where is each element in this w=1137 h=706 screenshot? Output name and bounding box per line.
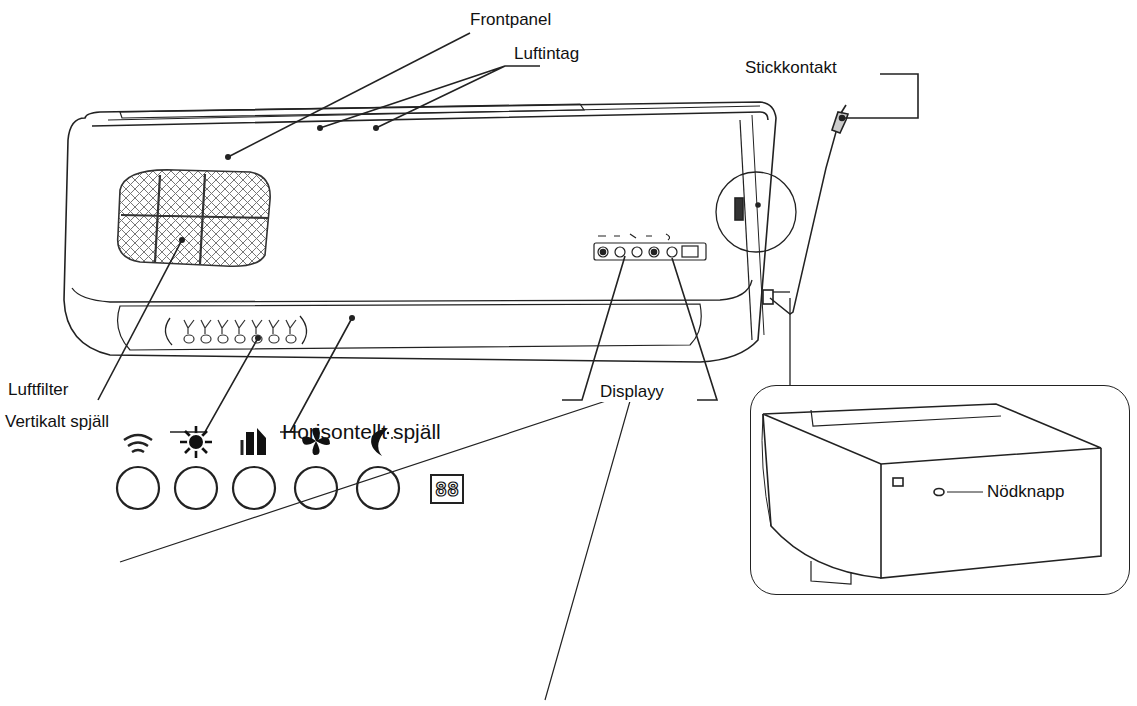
drawing-path [845, 74, 918, 118]
drawing-path [124, 435, 152, 452]
drawing-circle [295, 467, 337, 509]
part-label: Vertikalt spjäll [5, 412, 109, 432]
drawing-path [201, 320, 211, 334]
drawing-path [740, 120, 752, 340]
part-label: Frontpanel [470, 10, 551, 30]
inset-stroke [947, 491, 983, 492]
drawing-circle [716, 172, 796, 252]
drawing-path [120, 104, 584, 118]
inset-stroke [762, 404, 1101, 584]
drawing-path [165, 318, 172, 345]
inset-stroke [881, 448, 1101, 578]
drawing-circle [601, 250, 606, 255]
drawing-path [170, 338, 258, 432]
inset-stroke [934, 489, 944, 496]
drawing-g [184, 320, 296, 343]
part-label: Nödknapp [987, 482, 1065, 502]
drawing-rect [594, 243, 706, 260]
drawing-circle [649, 247, 659, 257]
drawing-circle [652, 250, 657, 255]
drawing-path [180, 426, 212, 458]
part-label: Luftfilter [8, 380, 68, 400]
drawing-path [286, 320, 296, 334]
drawing-path [562, 256, 717, 400]
drawing-circle [632, 247, 642, 257]
drawing-g [64, 33, 918, 700]
drawing-circle [667, 247, 677, 257]
drawing-path [300, 316, 307, 344]
drawing-circle [317, 125, 323, 131]
drawing-path [118, 170, 270, 266]
drawing-circle [357, 467, 399, 509]
drawing-circle [175, 467, 217, 509]
inset-stroke [763, 404, 1101, 464]
drawing-path [241, 440, 244, 455]
drawing-ellipse [252, 335, 262, 343]
drawing-ellipse [184, 335, 194, 343]
drawing-path [92, 112, 768, 126]
inset-stroke [762, 414, 771, 526]
drawing-circle [615, 247, 625, 257]
drawing-ellipse [269, 335, 279, 343]
drawing-circle [225, 154, 231, 160]
drawing-rect [735, 198, 743, 220]
part-label: Stickkontakt [745, 58, 837, 78]
drawing-circle [233, 467, 275, 509]
drawing-path [72, 280, 752, 302]
drawing-path [598, 234, 670, 240]
drawing-circle [373, 125, 379, 131]
inset-stroke [763, 414, 881, 578]
drawing-path [184, 320, 194, 334]
drawing-circle [756, 203, 760, 207]
drawing-path [320, 66, 540, 128]
digit-display: 88 [430, 474, 464, 504]
drawing-ellipse [286, 335, 296, 343]
drawing-path [118, 304, 702, 350]
drawing-path [841, 105, 846, 113]
inset-stroke [811, 561, 851, 584]
drawing-path [269, 320, 279, 334]
drawing-path [789, 298, 790, 385]
drawing-path [312, 441, 319, 455]
drawing-path [64, 102, 776, 362]
unit-side-view [751, 386, 1131, 596]
drawing-g [117, 467, 399, 509]
inset-stroke [811, 410, 1001, 426]
drawing-path [120, 393, 632, 700]
drawing-path [228, 33, 470, 157]
drawing-circle [179, 237, 185, 243]
drawing-path [218, 320, 228, 334]
drawing-path [770, 132, 836, 314]
part-label: Horisontellt spjäll [282, 420, 441, 444]
drawing-ellipse [235, 335, 245, 343]
drawing-circle [598, 247, 608, 257]
part-label: Display [600, 382, 656, 402]
drawing-path [280, 318, 352, 432]
drawing-rect [763, 290, 773, 304]
drawing-path [832, 112, 848, 133]
drawing-path [98, 240, 182, 400]
drawing-g [594, 234, 706, 260]
inset-stroke [893, 478, 903, 486]
drawing-path [235, 320, 245, 334]
drawing-path [773, 291, 790, 292]
drawing-rect [682, 246, 698, 257]
drawing-circle [349, 315, 355, 321]
drawing-path [121, 174, 268, 264]
drawing-circle [117, 467, 159, 509]
drawing-circle [188, 434, 204, 450]
drawing-ellipse [201, 335, 211, 343]
part-label: Luftintag [514, 44, 579, 64]
drawing-path [252, 320, 262, 334]
display-digits: 88 [435, 479, 459, 499]
drawing-circle [840, 116, 845, 121]
drawing-path [246, 428, 266, 455]
detail-inset: Nödknapp [750, 385, 1130, 595]
drawing-ellipse [218, 335, 228, 343]
drawing-g [180, 426, 212, 458]
drawing-g [124, 435, 152, 452]
